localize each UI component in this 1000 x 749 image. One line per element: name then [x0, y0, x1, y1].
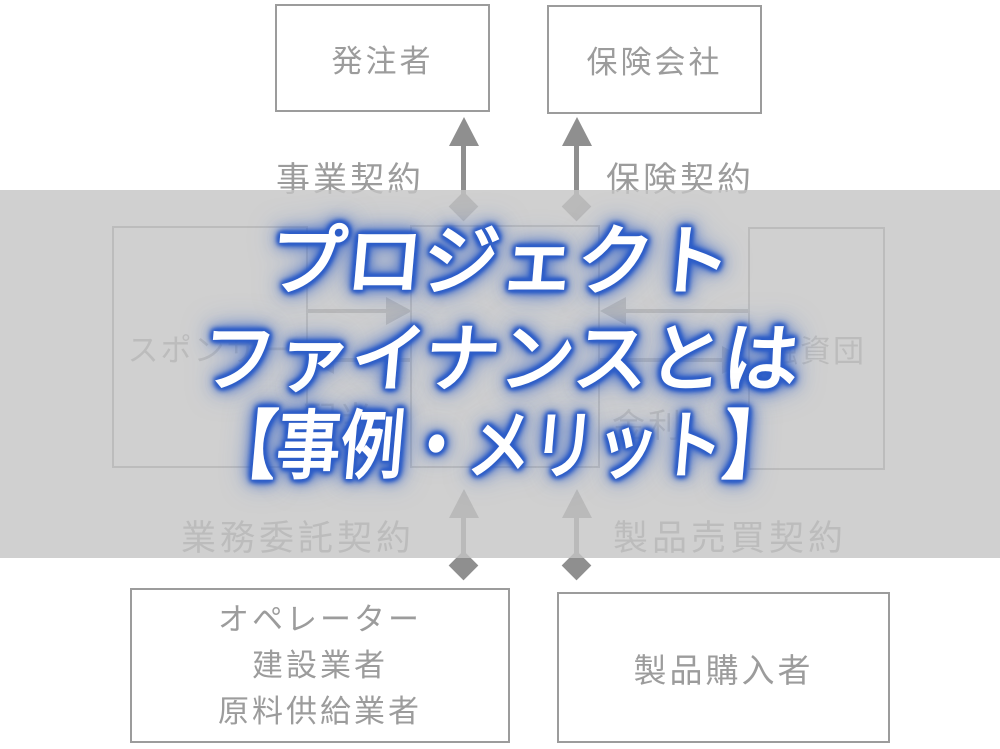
- orderer-box: 発注者: [275, 4, 490, 112]
- supplier-label: 原料供給業者: [218, 693, 422, 729]
- operator-group-box: オペレーター 建設業者 原料供給業者: [130, 588, 510, 743]
- operator-label: オペレーター: [218, 601, 422, 637]
- insurance-company-box: 保険会社: [547, 5, 762, 114]
- arrow-line: [461, 145, 466, 197]
- orderer-label: 発注者: [331, 43, 434, 79]
- builder-label: 建設業者: [252, 647, 388, 683]
- arrowhead-up: [449, 117, 479, 146]
- insurance-company-label: 保険会社: [586, 45, 723, 80]
- arrowhead-up: [562, 117, 592, 146]
- product-buyer-label: 製品購入者: [633, 651, 814, 689]
- title-overlay-band: [0, 190, 1000, 558]
- arrow-line: [574, 145, 579, 197]
- product-buyer-box: 製品購入者: [557, 592, 890, 743]
